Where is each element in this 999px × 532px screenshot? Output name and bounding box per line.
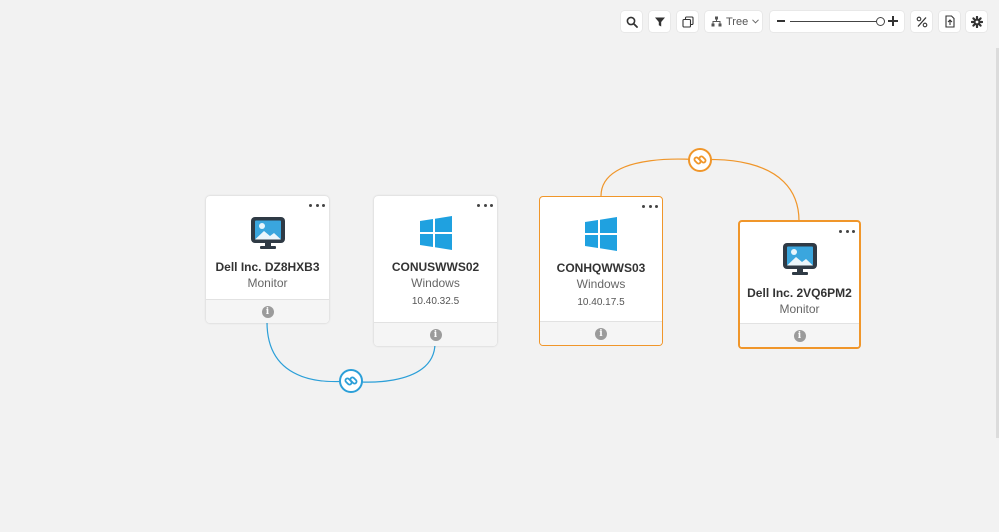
layout-dropdown[interactable]: Tree [705,11,762,32]
node-card-windows-conhqwws03[interactable]: CONHQWWS03 Windows 10.40.17.5 i [539,196,663,346]
node-card-monitor-2vq6pm2[interactable]: Dell Inc. 2VQ6PM2 Monitor i [738,220,861,349]
percent-button[interactable] [911,11,932,32]
group-icon [681,15,694,28]
link-badge-blue[interactable] [339,369,363,393]
node-ip-address: 10.40.17.5 [577,297,625,308]
monitor-icon [250,217,285,249]
node-type: Windows [411,276,460,290]
node-footer: i [740,323,859,347]
chevron-down-icon [752,19,760,24]
filter-button[interactable] [649,11,670,32]
group-button[interactable] [677,11,698,32]
node-title: CONUSWWS02 [391,260,480,274]
node-footer: i [374,322,497,346]
minus-icon[interactable] [775,13,787,29]
node-footer: i [206,299,329,323]
percent-icon [916,16,927,27]
node-type: Monitor [247,276,288,290]
node-title: CONHQWWS03 [556,261,646,275]
node-card-monitor-dz8hxb3[interactable]: Dell Inc. DZ8HXB3 Monitor i [206,196,329,323]
search-button[interactable] [621,11,642,32]
link-icon [344,376,358,386]
node-type: Windows [576,277,626,291]
node-title: Dell Inc. 2VQ6PM2 [747,286,852,300]
scrollbar[interactable] [996,48,999,438]
info-icon[interactable]: i [261,305,274,318]
info-icon[interactable]: i [429,328,442,341]
filter-icon [654,17,665,26]
node-card-windows-conuswws02[interactable]: CONUSWWS02 Windows 10.40.32.5 i [374,196,497,346]
info-icon[interactable]: i [595,327,607,340]
windows-icon [419,216,452,250]
more-options-icon[interactable] [309,201,325,209]
zoom-control [770,11,904,32]
more-options-icon[interactable] [642,202,658,210]
gear-icon [970,15,983,28]
tree-icon [711,16,722,27]
export-button[interactable] [939,11,960,32]
node-title: Dell Inc. DZ8HXB3 [215,260,320,274]
more-options-icon[interactable] [839,227,855,235]
settings-button[interactable] [966,11,987,32]
node-footer: i [540,321,662,345]
windows-icon [585,217,617,251]
node-type: Monitor [779,302,820,316]
more-options-icon[interactable] [477,201,493,209]
zoom-slider-track[interactable] [790,21,880,22]
zoom-slider-thumb[interactable] [876,17,885,26]
layout-label: Tree [726,15,749,28]
export-icon [944,15,955,28]
search-icon [626,16,638,28]
link-icon [693,155,707,165]
monitor-icon [782,243,817,275]
node-ip-address: 10.40.32.5 [411,296,460,307]
plus-icon[interactable] [886,13,900,29]
link-badge-orange[interactable] [688,148,712,172]
info-icon[interactable]: i [793,329,806,342]
